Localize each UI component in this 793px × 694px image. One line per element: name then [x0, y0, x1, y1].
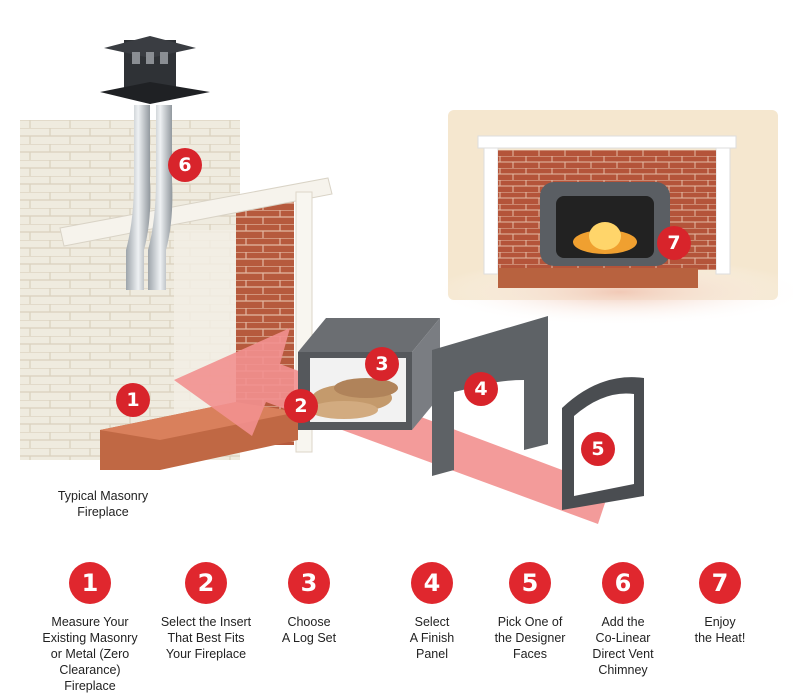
step-label: Select the Insert That Best Fits Your Fi…	[160, 615, 252, 661]
step-number-badge: 6	[602, 562, 644, 604]
step-label: Choose A Log Set	[281, 615, 337, 645]
step-5: 5 Pick One of the Designer Faces	[475, 562, 585, 662]
scene-badge-3: 3	[365, 347, 399, 381]
step-7: 7 Enjoy the Heat!	[665, 562, 775, 646]
step-label: Select A Finish Panel	[409, 615, 455, 661]
scene-badge-7: 7	[657, 226, 691, 260]
finished-fireplace-room	[430, 110, 793, 326]
step-number-badge: 3	[288, 562, 330, 604]
step-6: 6 Add the Co-Linear Direct Vent Chimney	[568, 562, 678, 678]
finish-panel	[432, 316, 548, 476]
scene-badge-5: 5	[581, 432, 615, 466]
step-4: 4 Select A Finish Panel	[377, 562, 487, 662]
step-label: Enjoy the Heat!	[694, 615, 746, 645]
step-2: 2 Select the Insert That Best Fits Your …	[151, 562, 261, 662]
step-number-badge: 1	[69, 562, 111, 604]
step-label: Add the Co-Linear Direct Vent Chimney	[592, 615, 654, 677]
step-number-badge: 5	[509, 562, 551, 604]
step-3: 3 Choose A Log Set	[254, 562, 364, 646]
masonry-fireplace-caption: Typical Masonry Fireplace	[57, 489, 149, 519]
scene-badge-1: 1	[116, 383, 150, 417]
scene-badge-6: 6	[168, 148, 202, 182]
step-number-badge: 2	[185, 562, 227, 604]
fireplace-installation-illustration	[20, 36, 793, 524]
step-label: Pick One of the Designer Faces	[494, 615, 566, 661]
scene-badge-4: 4	[464, 372, 498, 406]
chimney-vent	[100, 36, 210, 290]
step-label: Measure Your Existing Masonry or Metal (…	[42, 615, 138, 693]
step-1: 1 Measure Your Existing Masonry or Metal…	[35, 562, 145, 694]
scene-badge-2: 2	[284, 389, 318, 423]
step-number-badge: 7	[699, 562, 741, 604]
step-number-badge: 4	[411, 562, 453, 604]
